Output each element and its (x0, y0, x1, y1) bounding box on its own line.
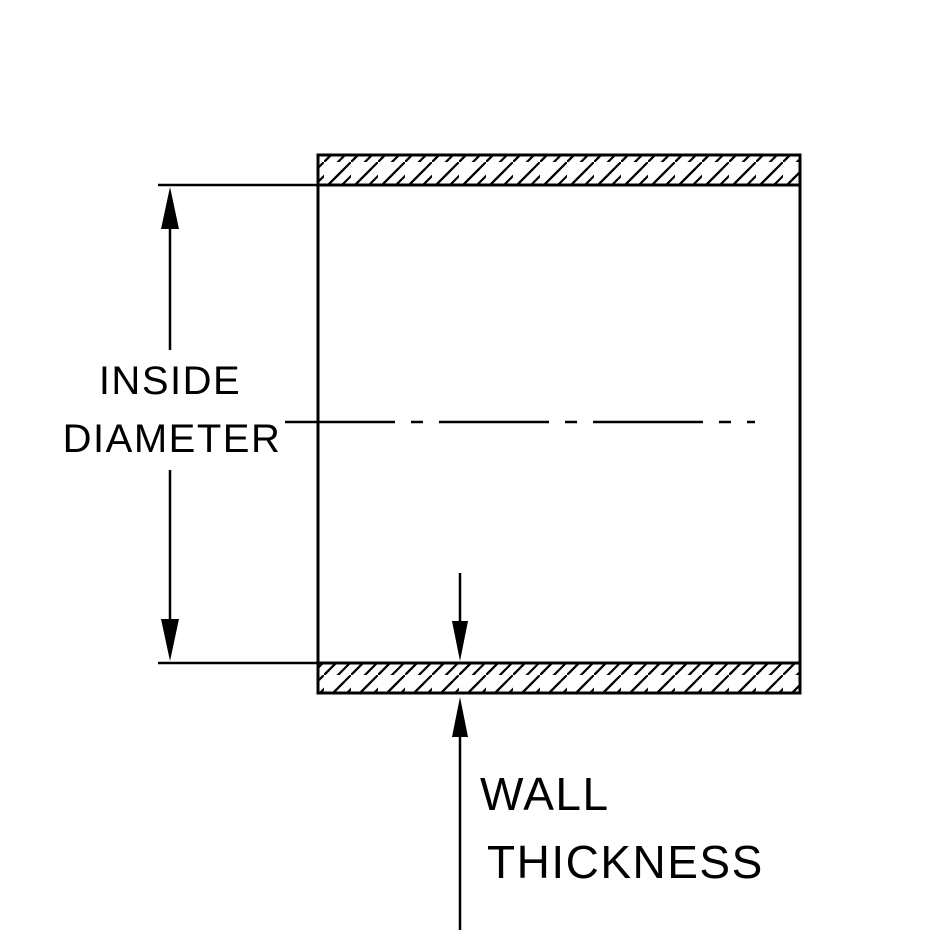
arrowhead-up-icon (161, 187, 179, 229)
inside-diameter-label-line2: DIAMETER (63, 417, 282, 461)
wall-thickness-label-line2: THICKNESS (487, 836, 764, 888)
top-wall-hatch (316, 153, 802, 187)
arrowhead-up-small-icon (452, 697, 468, 737)
arrowhead-down-small-icon (452, 621, 468, 661)
arrowhead-down-icon (161, 619, 179, 661)
bottom-wall-hatch (316, 661, 802, 695)
inside-diameter-label-line1: INSIDE (99, 359, 241, 403)
tube-body-outline (316, 153, 802, 695)
wall-thickness-label-line1: WALL (480, 768, 610, 820)
